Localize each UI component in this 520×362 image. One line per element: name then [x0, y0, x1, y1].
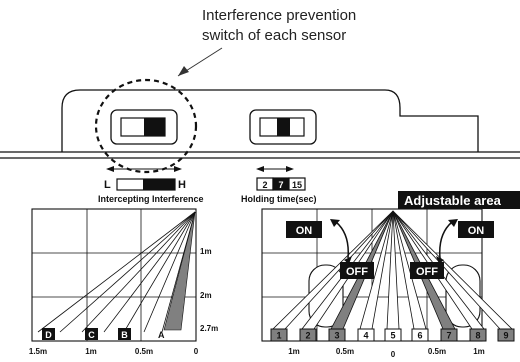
right-coverage-chart: 1 2 3 4 5 6 7 8 9 Adjustable area ON ON OFF OFF	[261, 191, 520, 342]
adjustable-area-banner	[398, 191, 520, 209]
toggle-arrow-left	[335, 221, 349, 259]
callout-line-1: Interference prevention	[202, 7, 356, 24]
zone-a-label: A	[158, 330, 165, 340]
callout-arrowhead	[178, 66, 189, 76]
zone-d-label: D	[45, 330, 52, 340]
zone-box-7	[440, 328, 458, 342]
toggle-arrowhead-right-top	[448, 219, 458, 227]
zone-number-5: 5	[390, 331, 395, 341]
right-arrow-head-right	[286, 166, 294, 172]
on-badge-left	[286, 221, 322, 238]
left-coverage-chart: D C B A	[31, 208, 197, 342]
height-label-2m: 2m	[200, 291, 212, 300]
left-switch-caption: Intercepting Interference	[98, 194, 204, 204]
right-switch-caption: Holding time(sec)	[241, 194, 317, 204]
hold-value-15: 15	[292, 180, 302, 190]
left-ray-5	[123, 211, 196, 333]
on-label-left: ON	[296, 225, 313, 237]
left-arrow-head-right	[174, 166, 182, 172]
zone-number-1: 1	[276, 331, 281, 341]
left-dist-1-5m: 1.5m	[29, 347, 47, 356]
right-dist-0-5m-left: 0.5m	[336, 347, 354, 356]
zone-b-label: B	[121, 330, 128, 340]
toggle-arrowhead-left-bottom	[344, 256, 352, 264]
right-zone-boxes: 1 2 3 4 5 6 7 8 9	[270, 328, 515, 342]
zone-box-9	[497, 328, 515, 342]
left-ray-4	[103, 211, 196, 333]
left-ray-7	[161, 211, 196, 333]
height-label-1m: 1m	[200, 247, 212, 256]
hold-box-15	[288, 177, 306, 191]
highlight-circle	[94, 78, 198, 174]
left-ray-6	[143, 211, 196, 333]
zone-box-4	[357, 328, 375, 342]
right-switch-knob[interactable]	[277, 118, 290, 136]
right-dist-1m-left: 1m	[288, 347, 300, 356]
zone-number-2: 2	[305, 331, 310, 341]
left-switch-knob[interactable]	[144, 118, 165, 136]
off-label-right: OFF	[416, 266, 438, 278]
zone-number-3: 3	[334, 331, 339, 341]
callout-line-2: switch of each sensor	[202, 27, 346, 44]
zone-box-6	[411, 328, 429, 342]
left-dist-1m: 1m	[85, 347, 97, 356]
sensor-housing	[61, 89, 479, 152]
on-label-right: ON	[468, 225, 485, 237]
person-silhouette-right	[445, 264, 481, 328]
zone-box-8	[469, 328, 487, 342]
zone-number-6: 6	[417, 331, 422, 341]
right-dist-0-5m-right: 0.5m	[428, 347, 446, 356]
left-ray-1	[37, 211, 196, 333]
label-low: L	[104, 179, 111, 191]
hold-value-7: 7	[278, 180, 283, 190]
zone-box-3	[328, 328, 346, 342]
zone-number-8: 8	[475, 331, 480, 341]
zone-box-5	[384, 328, 402, 342]
toggle-arrowhead-right-bottom	[436, 256, 444, 264]
left-dist-0-5m: 0.5m	[135, 347, 153, 356]
off-badge-right	[410, 262, 444, 279]
on-badge-right	[458, 221, 494, 238]
zone-number-9: 9	[503, 331, 508, 341]
right-dist-0: 0	[391, 350, 396, 359]
zone-number-7: 7	[446, 331, 451, 341]
right-arrow-head-left	[256, 166, 264, 172]
zone-number-4: 4	[363, 331, 368, 341]
off-badge-left	[340, 262, 374, 279]
zone-c-box	[85, 328, 98, 340]
left-ray-2	[59, 211, 196, 333]
left-dist-0: 0	[194, 347, 199, 356]
left-arrow-head-left	[106, 166, 114, 172]
right-beam-fan	[272, 210, 513, 330]
right-dist-1m-right: 1m	[473, 347, 485, 356]
zone-b-box	[118, 328, 131, 340]
label-high: H	[178, 179, 186, 191]
adjustable-area-title: Adjustable area	[404, 193, 502, 208]
height-label-2-7m: 2.7m	[200, 324, 218, 333]
toggle-arrowhead-left-top	[330, 219, 340, 227]
hold-value-2: 2	[262, 180, 267, 190]
zone-box-2	[299, 328, 317, 342]
zone-d-box	[42, 328, 55, 340]
off-label-left: OFF	[346, 266, 368, 278]
left-ray-3	[81, 211, 196, 333]
zone-c-label: C	[88, 330, 95, 340]
left-beam-rays	[37, 211, 196, 333]
toggle-arrow-right	[439, 221, 453, 259]
zone-box-1	[270, 328, 288, 342]
lh-switch-fill	[143, 179, 175, 190]
